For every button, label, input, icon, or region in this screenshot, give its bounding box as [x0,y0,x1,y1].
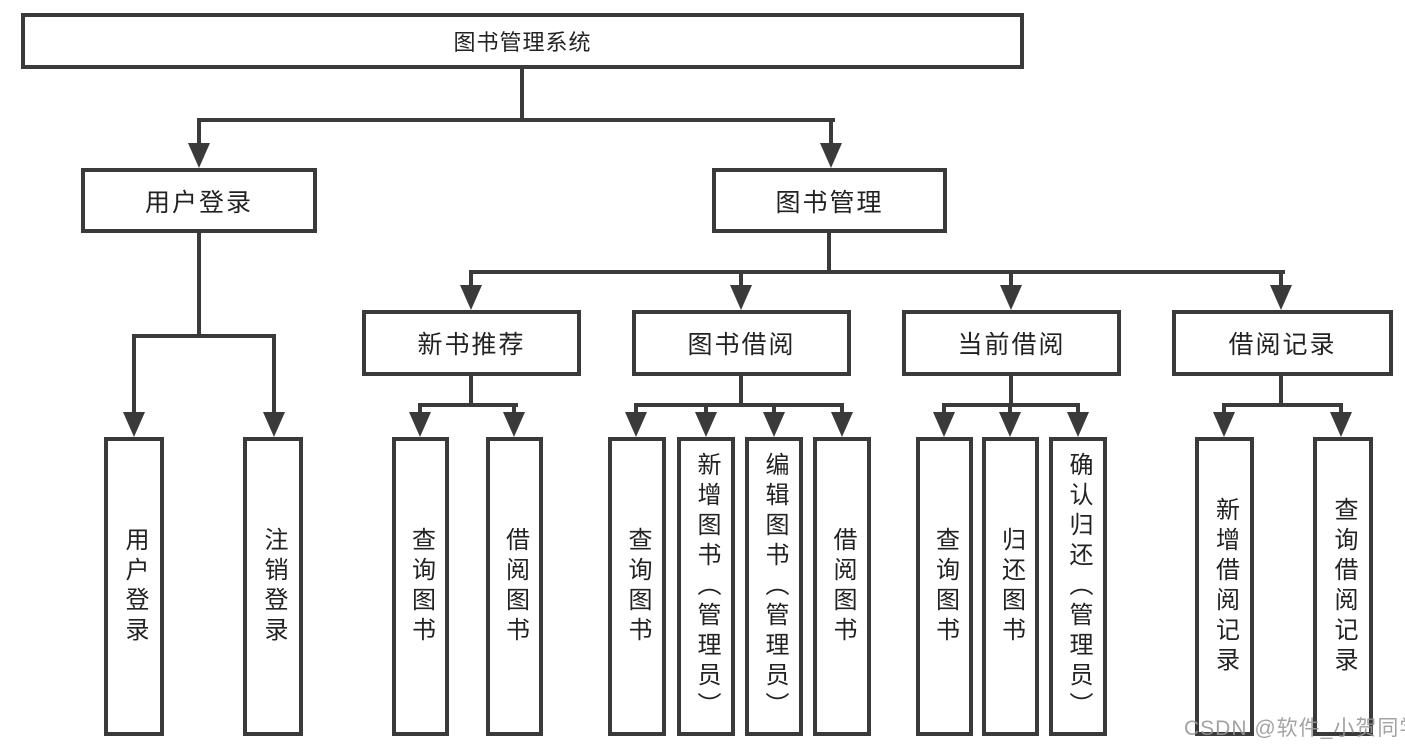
leaf-return-book: 归还图书 [982,437,1039,736]
leaf-confirm-return-admin: 确认归还（管理员） [1049,437,1107,736]
connector-hline [418,403,518,407]
arrowhead-down-icon [1330,412,1352,437]
leaf-edit-book-admin: 编辑图书（管理员） [745,437,803,736]
node-book-borrowing-label: 图书借阅 [687,331,796,359]
connector-vline [1076,403,1080,415]
arrowhead-down-icon [730,285,752,310]
arrowhead-down-icon [763,412,785,437]
connector-vline [827,231,831,272]
leaf-query-books-recommend-label: 查询图书 [407,526,435,647]
connector-hline [197,118,835,122]
connector-vline [634,403,638,415]
leaf-logout-label: 注销登录 [260,526,287,647]
node-new-book-recommend: 新书推荐 [362,310,581,376]
connector-vline [469,374,473,405]
node-borrow-records-label: 借阅记录 [1228,331,1337,359]
leaf-query-borrow-record-label: 查询借阅记录 [1330,496,1357,677]
leaf-add-book-admin: 新增图书（管理员） [677,437,735,736]
connector-vline [942,403,946,415]
leaf-user-login-label: 用户登录 [121,526,148,647]
arrowhead-down-icon [831,412,853,437]
connector-vline [772,403,776,415]
connector-vline [197,231,201,336]
leaf-query-books-borrow: 查询图书 [608,437,666,736]
leaf-logout: 注销登录 [243,437,303,736]
node-book-borrowing: 图书借阅 [632,310,851,376]
node-current-borrowing-label: 当前借阅 [957,331,1066,359]
leaf-user-login: 用户登录 [104,437,164,736]
leaf-borrow-books-recommend: 借阅图书 [486,437,543,736]
leaf-add-borrow-record-label: 新增借阅记录 [1211,496,1239,677]
leaf-borrow-books-recommend-label: 借阅图书 [501,526,529,647]
node-root: 图书管理系统 [21,13,1024,69]
connector-vline [132,334,136,414]
connector-vline [1009,374,1013,405]
arrowhead-down-icon [1270,285,1292,310]
connector-vline [418,403,422,415]
node-current-borrowing: 当前借阅 [902,310,1121,376]
arrowhead-down-icon [820,143,842,168]
node-new-book-recommend-label: 新书推荐 [417,331,526,359]
connector-vline [469,270,473,288]
arrowhead-down-icon [999,412,1021,437]
leaf-borrow-books-borrow: 借阅图书 [813,437,871,736]
arrowhead-down-icon [1000,285,1022,310]
connector-vline [512,403,516,415]
connector-vline [272,334,276,414]
connector-hline [1222,403,1343,407]
arrowhead-down-icon [123,412,145,437]
leaf-edit-book-admin-label: 编辑图书（管理员） [761,451,788,722]
connector-hline [469,270,1285,274]
csdn-watermark: CSDN @软件_小贺同学 [1184,717,1405,740]
connector-vline [1339,403,1343,415]
connector-vline [520,67,524,120]
leaf-query-books-recommend: 查询图书 [392,437,449,736]
node-user-login-label: 用户登录 [144,188,253,217]
connector-vline [1008,403,1012,415]
arrowhead-down-icon [933,412,955,437]
arrowhead-down-icon [188,143,210,168]
connector-vline [1009,270,1013,288]
arrowhead-down-icon [263,412,285,437]
leaf-confirm-return-admin-label: 确认归还（管理员） [1065,451,1092,722]
connector-hline [132,334,276,338]
connector-hline [634,403,844,407]
connector-vline [197,118,201,146]
arrowhead-down-icon [409,412,431,437]
leaf-add-borrow-record: 新增借阅记录 [1195,437,1254,736]
leaf-query-borrow-record: 查询借阅记录 [1313,437,1373,736]
leaf-return-book-label: 归还图书 [997,526,1025,647]
leaf-add-book-admin-label: 新增图书（管理员） [693,451,720,722]
leaf-query-books-current-label: 查询图书 [931,526,959,647]
leaf-query-books-current: 查询图书 [916,437,973,736]
arrowhead-down-icon [1213,412,1235,437]
leaf-query-books-borrow-label: 查询图书 [624,526,651,647]
node-book-management-label: 图书管理 [775,188,884,217]
connector-vline [739,270,743,288]
node-root-label: 图书管理系统 [453,30,592,55]
connector-vline [1279,270,1283,288]
arrowhead-down-icon [625,412,647,437]
leaf-borrow-books-borrow-label: 借阅图书 [829,526,856,647]
connector-vline [840,403,844,415]
connector-vline [704,403,708,415]
connector-vline [739,374,743,405]
node-book-management: 图书管理 [712,168,947,233]
arrowhead-down-icon [460,285,482,310]
connector-vline [1222,403,1226,415]
node-user-login: 用户登录 [81,168,317,233]
arrowhead-down-icon [503,412,525,437]
arrowhead-down-icon [695,412,717,437]
connector-vline [829,118,833,146]
node-borrow-records: 借阅记录 [1172,310,1393,376]
connector-vline [1279,374,1283,405]
arrowhead-down-icon [1067,412,1089,437]
